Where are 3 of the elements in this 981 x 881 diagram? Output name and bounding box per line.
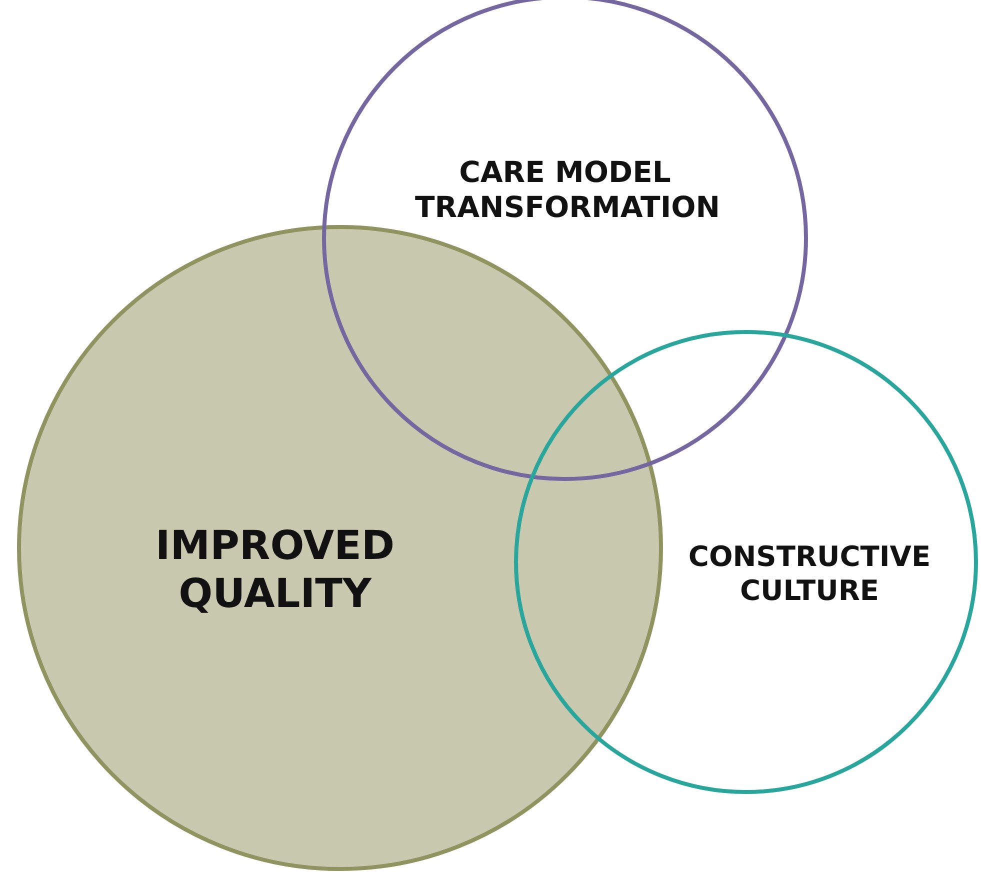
- circle-label: CONSTRUCTIVE CULTURE: [687, 540, 932, 608]
- circle-label: CARE MODEL TRANSFORMATION: [415, 155, 715, 225]
- circle-label: IMPROVED QUALITY: [154, 522, 396, 618]
